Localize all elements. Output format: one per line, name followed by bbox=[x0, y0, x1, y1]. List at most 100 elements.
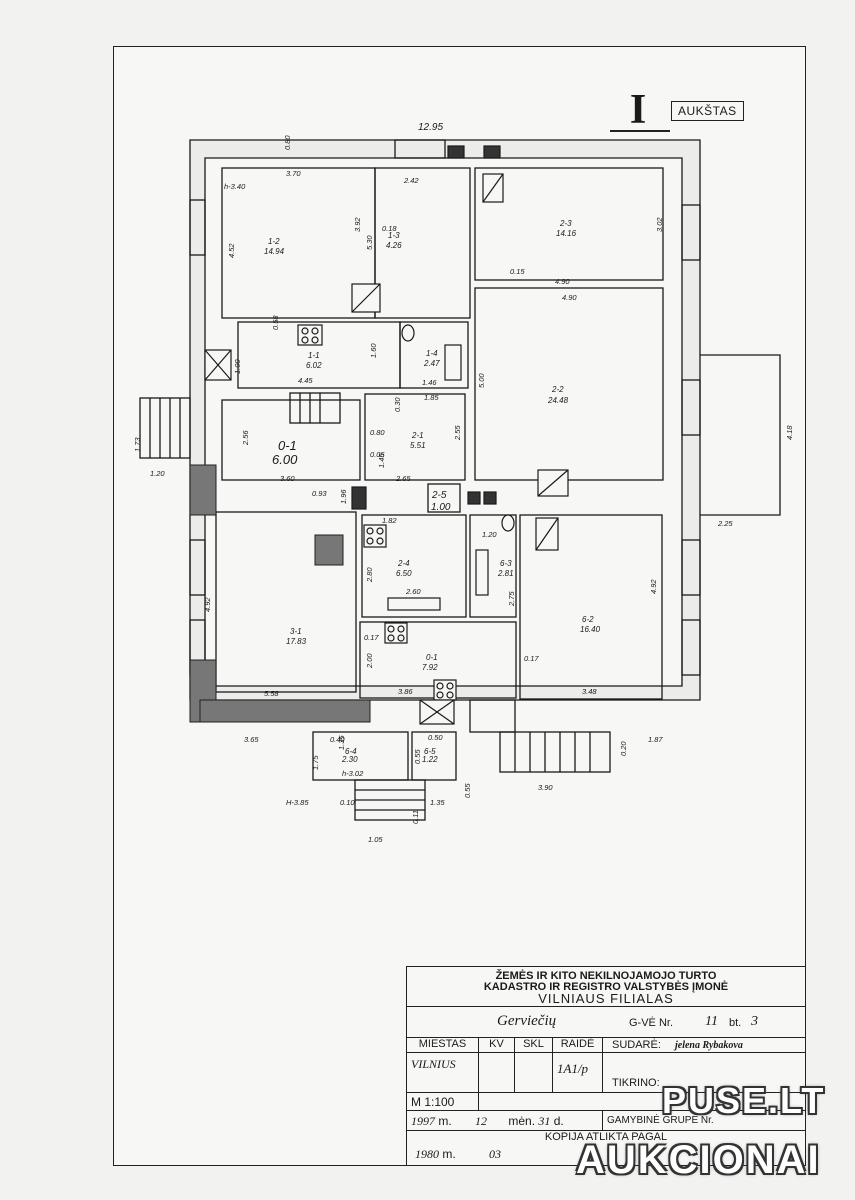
dimension: 2.56 bbox=[241, 430, 250, 446]
dimension: 1.82 bbox=[382, 516, 397, 525]
room-label: 0-1 bbox=[278, 438, 297, 453]
room-area: 6.02 bbox=[306, 361, 322, 370]
plan-fixtures bbox=[204, 145, 569, 725]
date-row: 1997 m. 12 mėn. 31 d. GAMYBINĖ GRUPĖ Nr. bbox=[407, 1111, 805, 1131]
scale-row: M 1:100 bbox=[407, 1093, 805, 1111]
room-area: 2.30 bbox=[341, 755, 358, 764]
date-month: 12 bbox=[475, 1114, 488, 1128]
dimension: 4.52 bbox=[227, 243, 236, 258]
date-cell: 1997 m. 12 mėn. 31 d. bbox=[407, 1111, 603, 1131]
dimension: 5.58 bbox=[264, 689, 279, 698]
street-label: G-VĖ Nr. bbox=[629, 1017, 674, 1029]
dimension: 0.05 bbox=[370, 450, 385, 459]
col-kv: KV bbox=[479, 1037, 515, 1053]
dimension: 1.46 bbox=[422, 378, 437, 387]
room-label: 14.16 bbox=[556, 229, 577, 238]
street-name: Gerviečių bbox=[497, 1013, 557, 1029]
dimension: 1.60 bbox=[369, 343, 378, 358]
dimension: 0.55 bbox=[463, 783, 472, 798]
dimension: 2.25 bbox=[717, 519, 733, 528]
dimension: 3.90 bbox=[538, 783, 553, 792]
room-area: 6.50 bbox=[396, 569, 412, 578]
production-group: GAMYBINĖ GRUPĖ Nr. bbox=[607, 1115, 714, 1126]
skl-value bbox=[515, 1053, 553, 1093]
dimension: 3.86 bbox=[398, 687, 413, 696]
room-label: 2-2 bbox=[551, 385, 564, 394]
date-month-unit: mėn. bbox=[508, 1114, 536, 1128]
dimension: 5.30 bbox=[365, 235, 374, 250]
compiled-by-name: jelena Rybakova bbox=[675, 1040, 743, 1051]
raide-value: 1A1/p bbox=[553, 1053, 603, 1093]
dimension: 2.55 bbox=[453, 425, 462, 441]
room-labels: 1-2 14.94 1-3 4.26 2-3 14.16 1-1 6.02 1-… bbox=[264, 219, 601, 764]
dimension-labels: 12.95 0.80 3.70 2.42 h-3.40 4.52 3.92 0.… bbox=[133, 122, 794, 844]
copy-year-unit: m. bbox=[442, 1147, 456, 1161]
col-raide: RAIDĖ bbox=[553, 1037, 603, 1053]
dimension: 4.92 bbox=[649, 579, 658, 594]
room-area: 14.94 bbox=[264, 247, 285, 256]
dimension: 3.48 bbox=[582, 687, 597, 696]
room-label: 2-4 bbox=[397, 559, 410, 568]
apartment-label: bt. bbox=[729, 1017, 742, 1029]
col-city: MIESTAS bbox=[407, 1037, 479, 1053]
date-year: 1997 bbox=[411, 1114, 435, 1128]
floor-label-stamp: AUKŠTAS bbox=[671, 101, 744, 121]
organization-line1: ŽEMĖS IR KITO NEKILNOJAMOJO TURTO bbox=[495, 970, 717, 982]
room-label: 1-4 bbox=[426, 349, 438, 358]
room-area: 5.51 bbox=[410, 441, 426, 450]
room-label: 1-2 bbox=[268, 237, 280, 246]
dimension: 1.85 bbox=[424, 393, 439, 402]
copy-label: KOPIJA ATLIKTA PAGAL bbox=[544, 1131, 668, 1143]
copy-month: 03 bbox=[489, 1147, 502, 1161]
dimension: 0.18 bbox=[382, 224, 397, 233]
dimension: 0.50 bbox=[428, 733, 443, 742]
room-label: 1-1 bbox=[308, 351, 320, 360]
compiled-by-label: SUDARĖ: bbox=[612, 1039, 661, 1051]
dimension: 4.92 bbox=[203, 597, 212, 612]
dimension: 4.90 bbox=[562, 293, 577, 302]
house-number: 11 bbox=[705, 1014, 718, 1029]
dimension: 1.00 bbox=[233, 359, 242, 374]
kv-value bbox=[479, 1053, 515, 1093]
dimension: 3.70 bbox=[286, 169, 301, 178]
city-value: VILNIUS bbox=[407, 1053, 479, 1093]
date-day-unit: d. bbox=[553, 1114, 564, 1128]
floor-number-underline bbox=[610, 130, 670, 132]
dimension: H-3.85 bbox=[286, 798, 309, 807]
dimension: 1.20 bbox=[482, 530, 497, 539]
room-area: 4.26 bbox=[386, 241, 402, 250]
dimension: 2.80 bbox=[365, 567, 374, 583]
dimension: 0.11 bbox=[411, 810, 420, 824]
room-label: 2-1 bbox=[411, 431, 424, 440]
dimension: 0.40 bbox=[330, 735, 345, 744]
city-row: VILNIUS 1A1/p TIKRINO: bbox=[407, 1053, 805, 1093]
dimension: 0.93 bbox=[312, 489, 327, 498]
dimension: 1.20 bbox=[150, 469, 165, 478]
dimension: 1.96 bbox=[339, 489, 348, 504]
room-area: 17.83 bbox=[286, 637, 307, 646]
checked-by-label: TIKRINO: bbox=[612, 1077, 660, 1089]
room-label: 0-1 bbox=[426, 653, 438, 662]
organization-line3: VILNIAUS FILIALAS bbox=[538, 991, 674, 1006]
dimension: 2.65 bbox=[395, 474, 411, 483]
dimension: 1.45 bbox=[377, 453, 386, 468]
room-label: 2-3 bbox=[559, 219, 572, 228]
dimension: 1.05 bbox=[368, 835, 383, 844]
dimension: h-3.02 bbox=[342, 769, 364, 778]
title-block-header: ŽEMĖS IR KITO NEKILNOJAMOJO TURTO KADAST… bbox=[407, 967, 805, 1007]
dimension: 2.75 bbox=[507, 591, 516, 607]
dimension: 5.00 bbox=[477, 373, 486, 388]
room-area: 1.22 bbox=[422, 755, 438, 764]
dimension: 0.55 bbox=[413, 749, 422, 764]
dimension: 0.80 bbox=[370, 428, 385, 437]
organization-line2: KADASTRO IR REGISTRO VALSTYBĖS ĮMONĖ bbox=[483, 981, 729, 993]
room-area: 7.92 bbox=[422, 663, 438, 672]
room-label: 1-3 bbox=[388, 231, 400, 240]
date-year-unit: m. bbox=[438, 1114, 452, 1128]
dimension: 4.18 bbox=[785, 425, 794, 440]
room-label: 3-1 bbox=[290, 627, 302, 636]
room-label: 6-4 bbox=[345, 747, 357, 756]
street-row: Gerviečių G-VĖ Nr. 11 bt. 3 bbox=[407, 1007, 805, 1038]
dimension: 0.20 bbox=[619, 741, 628, 756]
